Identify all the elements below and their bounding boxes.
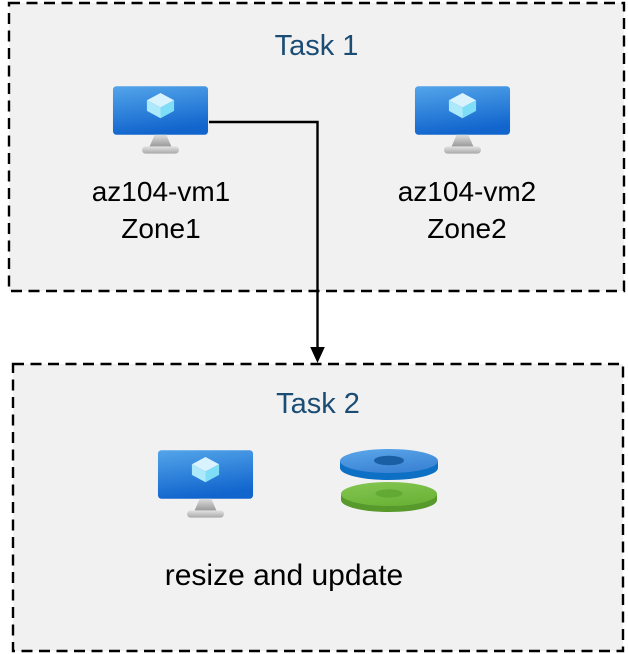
vm1-name: az104-vm1	[91, 176, 231, 207]
vm2-label: az104-vm2 Zone2	[347, 173, 587, 247]
vm2-zone: Zone2	[427, 213, 507, 244]
task2-title: Task 2	[276, 388, 360, 420]
task2-box	[11, 362, 625, 653]
azure-vm-icon	[112, 86, 209, 154]
vm1-zone: Zone1	[121, 213, 201, 244]
disk-stack-icon	[340, 449, 438, 512]
task1-title: Task 1	[274, 30, 359, 62]
connector-elbow-line	[209, 120, 319, 349]
task2-caption: resize and update	[164, 559, 404, 592]
vm1-label: az104-vm1 Zone1	[41, 173, 281, 247]
azure-vm-icon	[157, 450, 254, 518]
connector-arrowhead-icon	[310, 347, 325, 363]
vm2-name: az104-vm2	[397, 176, 537, 207]
azure-vm-icon	[414, 86, 511, 154]
